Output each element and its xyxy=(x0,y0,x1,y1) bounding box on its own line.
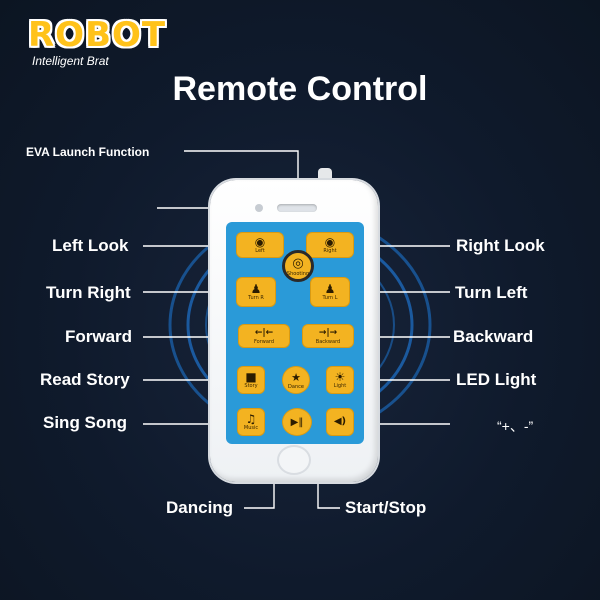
volume-button[interactable]: ◀) xyxy=(326,408,354,436)
label-read-story: Read Story xyxy=(40,370,130,389)
forward-arrow-icon: ←|← xyxy=(254,328,274,338)
forward-button[interactable]: ←|← Forward xyxy=(238,324,290,348)
book-icon: ■ xyxy=(245,370,257,384)
label-turn-left: Turn Left xyxy=(455,283,528,302)
light-icon: ☀ xyxy=(334,370,346,384)
led-light-button[interactable]: ☀ Light xyxy=(326,366,354,394)
eye-icon: ◉ xyxy=(254,235,266,249)
target-icon: ◎ xyxy=(292,255,304,271)
left-look-button[interactable]: ◉ Left xyxy=(236,232,284,258)
music-icon: ♫ xyxy=(245,412,257,426)
label-turn-right: Turn Right xyxy=(46,283,131,302)
eye-icon: ◉ xyxy=(324,235,336,249)
label-backward: Backward xyxy=(453,327,534,346)
label-start-stop: Start/Stop xyxy=(345,498,427,517)
label-sing-song: Sing Song xyxy=(43,413,128,432)
start-stop-button[interactable]: ▶‖ xyxy=(282,408,312,436)
label-dancing: Dancing xyxy=(166,498,234,517)
label-eva-launch: EVA Launch Function xyxy=(26,145,150,159)
shooting-button[interactable]: ◎ Shooting xyxy=(282,250,314,282)
home-button[interactable] xyxy=(277,445,311,475)
label-forward: Forward xyxy=(65,327,133,346)
speaker-grille xyxy=(277,204,317,212)
volume-icon: ◀) xyxy=(333,416,347,427)
robot-icon: ♟ xyxy=(324,282,336,296)
read-story-button[interactable]: ■ Story xyxy=(237,366,265,394)
dancer-icon: ★ xyxy=(291,370,301,384)
page-title: Remote Control xyxy=(172,70,428,108)
label-volume: “+、-” xyxy=(497,418,534,434)
label-right-look: Right Look xyxy=(456,236,545,255)
brand-logo: ROBOT Intelligent Brat xyxy=(28,18,166,68)
label-led-light: LED Light xyxy=(456,370,537,389)
robot-icon: ♟ xyxy=(250,282,262,296)
backward-button[interactable]: →|→ Backward xyxy=(302,324,354,348)
sing-song-button[interactable]: ♫ Music xyxy=(237,408,265,436)
brand-name: ROBOT xyxy=(28,15,167,55)
label-left-look: Left Look xyxy=(52,236,129,255)
right-look-button[interactable]: ◉ Right xyxy=(306,232,354,258)
turn-right-button[interactable]: ♟ Turn R xyxy=(236,277,276,307)
dance-button[interactable]: ★ Dance xyxy=(282,366,310,394)
backward-arrow-icon: →|→ xyxy=(318,328,338,338)
brand-tagline: Intelligent Brat xyxy=(32,54,109,68)
play-pause-icon: ▶‖ xyxy=(290,416,304,428)
sensor-icon xyxy=(255,204,263,212)
turn-left-button[interactable]: ♟ Turn L xyxy=(310,277,350,307)
